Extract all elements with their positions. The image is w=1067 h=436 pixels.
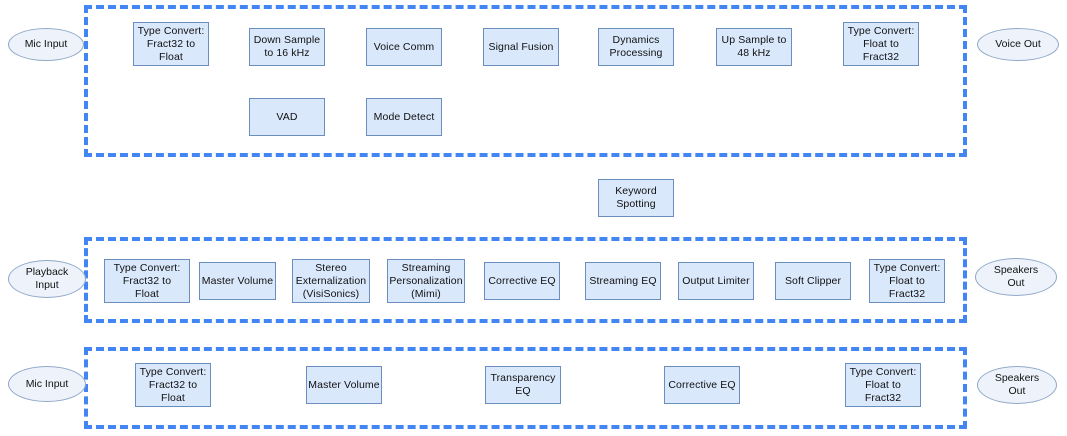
voice-path-group: [84, 5, 967, 157]
mic-input-voice[interactable]: Mic Input: [8, 28, 84, 61]
transparency-eq[interactable]: Transparency EQ: [485, 366, 561, 404]
voice-mode-detect-label: Mode Detect: [373, 110, 435, 123]
playback-streaming-eq-label: Streaming EQ: [589, 274, 657, 287]
transparency-corrective-eq-label: Corrective EQ: [668, 378, 736, 391]
speakers-out-transparency-label: Speakers Out: [994, 372, 1040, 397]
playback-streaming-personalization-label: Streaming Personalization (Mimi): [389, 261, 463, 300]
voice-comm[interactable]: Voice Comm: [366, 28, 442, 66]
mic-input-voice-label: Mic Input: [24, 38, 68, 50]
speakers-out-transparency[interactable]: Speakers Out: [977, 366, 1057, 404]
keyword-spotting[interactable]: Keyword Spotting: [598, 179, 674, 217]
voice-type-convert-out[interactable]: Type Convert: Float to Fract32: [843, 22, 919, 66]
playback-stereo-externalization-label: Stereo Externalization (VisiSonics): [295, 261, 367, 300]
voice-dynamics-processing[interactable]: Dynamics Processing: [598, 28, 674, 66]
voice-vad[interactable]: VAD: [249, 98, 325, 136]
playback-streaming-personalization[interactable]: Streaming Personalization (Mimi): [387, 259, 465, 303]
playback-path-group: [84, 237, 967, 323]
playback-corrective-eq-label: Corrective EQ: [488, 274, 556, 287]
playback-input-label: Playback Input: [25, 266, 69, 291]
mic-input-transparency[interactable]: Mic Input: [8, 366, 86, 402]
transparency-type-convert-in[interactable]: Type Convert: Fract32 to Float: [135, 363, 211, 407]
playback-master-volume[interactable]: Master Volume: [199, 262, 276, 300]
voice-comm-label: Voice Comm: [373, 40, 435, 53]
transparency-path-group: [84, 347, 967, 429]
keyword-spotting-label: Keyword Spotting: [615, 185, 657, 210]
voice-mode-detect[interactable]: Mode Detect: [366, 98, 442, 136]
playback-streaming-eq[interactable]: Streaming EQ: [585, 262, 661, 300]
voice-signal-fusion-label: Signal Fusion: [488, 40, 554, 53]
transparency-eq-label: Transparency EQ: [490, 372, 556, 397]
speakers-out-playback-label: Speakers Out: [993, 264, 1039, 289]
playback-input[interactable]: Playback Input: [8, 260, 86, 298]
playback-output-limiter[interactable]: Output Limiter: [678, 262, 754, 300]
voice-signal-fusion[interactable]: Signal Fusion: [483, 28, 559, 66]
voice-up-sample[interactable]: Up Sample to 48 kHz: [716, 28, 792, 66]
playback-stereo-externalization[interactable]: Stereo Externalization (VisiSonics): [292, 259, 370, 303]
playback-corrective-eq[interactable]: Corrective EQ: [484, 262, 560, 300]
voice-out[interactable]: Voice Out: [977, 28, 1059, 61]
voice-type-convert-out-label: Type Convert: Float to Fract32: [847, 24, 915, 63]
playback-type-convert-out-label: Type Convert: Float to Fract32: [873, 261, 941, 300]
playback-type-convert-in-label: Type Convert: Fract32 to Float: [113, 261, 181, 300]
voice-down-sample-label: Down Sample to 16 kHz: [253, 34, 321, 59]
playback-type-convert-out[interactable]: Type Convert: Float to Fract32: [869, 259, 945, 303]
transparency-type-convert-in-label: Type Convert: Fract32 to Float: [139, 365, 207, 404]
speakers-out-playback[interactable]: Speakers Out: [975, 258, 1057, 296]
playback-output-limiter-label: Output Limiter: [682, 274, 750, 287]
voice-type-convert-in[interactable]: Type Convert: Fract32 to Float: [133, 22, 209, 66]
playback-soft-clipper-label: Soft Clipper: [784, 274, 842, 287]
transparency-master-volume[interactable]: Master Volume: [306, 366, 382, 404]
playback-master-volume-label: Master Volume: [201, 274, 274, 287]
playback-type-convert-in[interactable]: Type Convert: Fract32 to Float: [104, 259, 190, 303]
voice-up-sample-label: Up Sample to 48 kHz: [721, 34, 787, 59]
mic-input-transparency-label: Mic Input: [25, 377, 69, 390]
transparency-master-volume-label: Master Volume: [308, 378, 380, 391]
voice-down-sample[interactable]: Down Sample to 16 kHz: [249, 28, 325, 66]
playback-soft-clipper[interactable]: Soft Clipper: [775, 262, 851, 300]
voice-vad-label: VAD: [276, 110, 298, 123]
voice-out-label: Voice Out: [995, 38, 1041, 50]
transparency-corrective-eq[interactable]: Corrective EQ: [664, 366, 740, 404]
voice-dynamics-processing-label: Dynamics Processing: [609, 34, 663, 59]
transparency-type-convert-out-label: Type Convert: Float to Fract32: [849, 365, 917, 404]
transparency-type-convert-out[interactable]: Type Convert: Float to Fract32: [845, 363, 921, 407]
voice-type-convert-in-label: Type Convert: Fract32 to Float: [137, 24, 205, 63]
